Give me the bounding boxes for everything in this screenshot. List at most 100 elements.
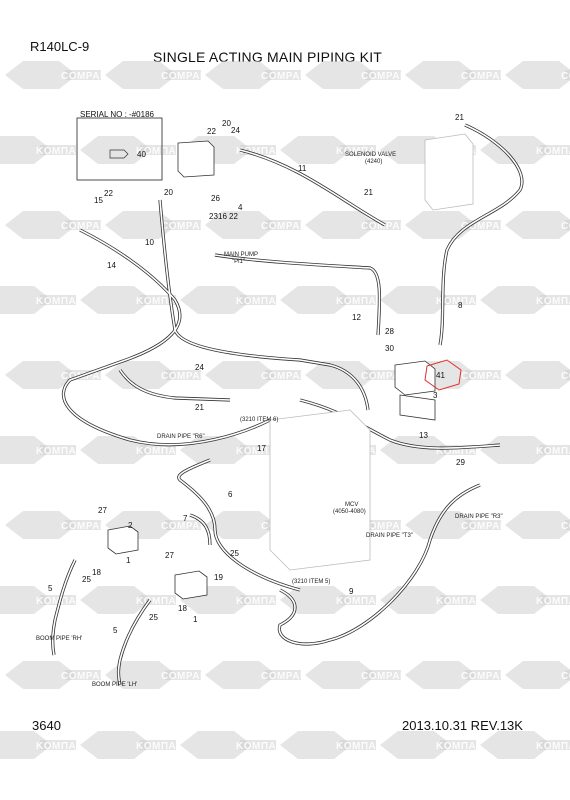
part-label-19: 19 [214, 573, 223, 582]
watermark-bar [540, 445, 570, 455]
part-label-17: 17 [257, 444, 266, 453]
part-label-11: 11 [298, 164, 307, 173]
watermark-bar [65, 220, 101, 230]
watermark-hexagon [5, 361, 77, 389]
watermark-text: COMPART [61, 221, 114, 232]
revision-date: 2013.10.31 REV.13K [402, 718, 523, 733]
watermark-hexagon [180, 731, 252, 759]
watermark-hexagon [505, 511, 570, 539]
watermark-hexagon [105, 661, 177, 689]
part-label-22b: 22 [229, 212, 238, 221]
bracket-3 [399, 394, 436, 421]
watermark-text: COMPART [561, 221, 570, 232]
part-label-27: 27 [98, 506, 107, 515]
watermark-hexagon [80, 436, 152, 464]
watermark-text: COMPART [361, 671, 414, 682]
watermark-hexagon [405, 511, 477, 539]
watermark-hexagon [0, 286, 52, 314]
serial-label: SERIAL NO : -#0186 [80, 110, 155, 119]
watermark-bar [465, 370, 501, 380]
watermark-hexagon [480, 436, 552, 464]
watermark-text: KOMПАРТ [336, 146, 390, 157]
watermark-text: KOMПАРТ [136, 741, 190, 752]
watermark-text: COMPART [561, 671, 570, 682]
watermark-text: KOMПАРТ [136, 446, 190, 457]
watermark-hexagon [5, 661, 77, 689]
watermark-bar [165, 220, 201, 230]
watermark-bar [140, 145, 176, 155]
part-label-15: 15 [94, 196, 103, 205]
watermark-text: KOMПАРТ [36, 741, 90, 752]
watermark-bar [140, 595, 176, 605]
part-label-29: 29 [456, 458, 465, 467]
watermark-bar [140, 295, 176, 305]
watermark-text: KOMПАРТ [36, 596, 90, 607]
watermark-text: KOMПАРТ [536, 741, 570, 752]
watermark-text: COMPART [461, 71, 514, 82]
watermark-text: KOMПАРТ [536, 146, 570, 157]
part-label-13: 13 [419, 431, 428, 440]
callout-boom-pipe-lh: BOOM PIPE 'LH' [92, 682, 137, 688]
watermark-bar [265, 370, 301, 380]
watermark-hexagon [205, 211, 277, 239]
part-label-10: 10 [145, 238, 154, 247]
watermark-text: COMPART [161, 671, 214, 682]
serial-box [76, 117, 163, 181]
watermark-text: COMPART [361, 521, 414, 532]
part-label-24b: 24 [195, 363, 204, 372]
watermark-hexagon [505, 61, 570, 89]
part-label-24: 24 [231, 126, 240, 135]
watermark-bar [40, 295, 76, 305]
watermark-text: KOMПАРТ [336, 296, 390, 307]
part-label-5b: 5 [113, 626, 118, 635]
watermark-hexagon [205, 361, 277, 389]
watermark-hexagon [80, 731, 152, 759]
part-label-21c: 21 [195, 403, 204, 412]
watermark-hexagon [280, 286, 352, 314]
watermark-bar [265, 220, 301, 230]
watermark-bar [565, 520, 570, 530]
part-label-23: 23 [209, 212, 218, 221]
callout-mcv: MCV [345, 502, 358, 508]
watermark-bar [440, 295, 476, 305]
part-label-20: 20 [164, 188, 173, 197]
watermark-bar [540, 295, 570, 305]
part-label-6: 6 [228, 490, 233, 499]
watermark-bar [565, 370, 570, 380]
watermark-bar [265, 670, 301, 680]
watermark-bar [240, 740, 276, 750]
watermark-bar [365, 520, 401, 530]
watermark-hexagon [0, 436, 52, 464]
watermark-hexagon [205, 661, 277, 689]
part-label-26: 26 [211, 194, 220, 203]
watermark-bar [340, 595, 376, 605]
part-label-25b: 25 [230, 549, 239, 558]
part-label-28: 28 [385, 327, 394, 336]
watermark-bar [40, 445, 76, 455]
page-number: 3640 [32, 718, 61, 733]
watermark-text: COMPART [161, 371, 214, 382]
watermark-text: KOMПАРТ [136, 296, 190, 307]
watermark-text: KOMПАРТ [536, 446, 570, 457]
watermark-text: COMPART [561, 371, 570, 382]
part-label-21: 21 [455, 113, 464, 122]
part-label-30: 30 [385, 344, 394, 353]
serial-part-ref: 40 [137, 150, 146, 159]
watermark-bar [465, 670, 501, 680]
watermark-text: KOMПАРТ [536, 296, 570, 307]
part-number-labels: 11 10 14 8 12 13 6 7 9 5 5 3 4 26 29 28 … [48, 113, 465, 635]
watermark-bar [565, 220, 570, 230]
watermark-text: KOMПАРТ [136, 596, 190, 607]
watermark-bar [565, 670, 570, 680]
watermark-hexagon [0, 586, 52, 614]
watermark-hexagon [305, 661, 377, 689]
fitting-40-icon [109, 149, 129, 159]
watermark-hexagon [5, 511, 77, 539]
watermark-bar [240, 595, 276, 605]
watermark-text: COMPART [61, 371, 114, 382]
watermark-text: KOMПАРТ [236, 296, 290, 307]
watermark-hexagon [305, 211, 377, 239]
watermark-bar [465, 70, 501, 80]
watermark-hexagon [280, 731, 352, 759]
